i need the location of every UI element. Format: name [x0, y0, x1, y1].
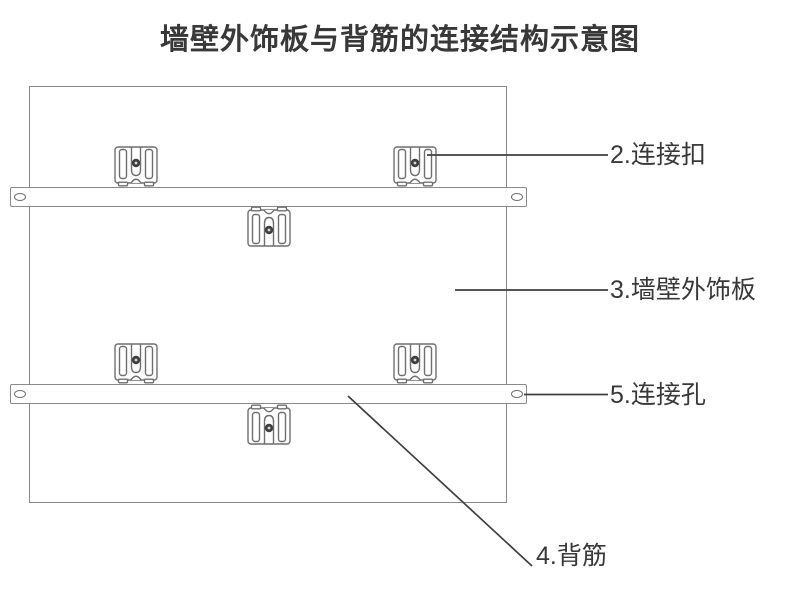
back-rib-top — [10, 187, 527, 207]
connector-clip-icon — [114, 343, 158, 384]
callout-wall-panel: 3.墙壁外饰板 — [610, 276, 756, 304]
connection-hole — [511, 390, 523, 398]
connector-clip-icon — [247, 206, 291, 247]
diagram-title: 墙壁外饰板与背筋的连接结构示意图 — [159, 24, 640, 56]
callout-connection-hole: 5.连接孔 — [610, 381, 706, 409]
connector-clip-icon — [247, 404, 291, 445]
connector-clip-icon — [393, 343, 437, 384]
connector-clip-icon — [393, 146, 437, 187]
callout-connector-clip: 2.连接扣 — [610, 141, 706, 169]
back-rib-bottom — [10, 384, 527, 404]
connection-hole — [511, 193, 523, 201]
callout-back-rib: 4.背筋 — [536, 542, 607, 570]
connection-hole — [14, 193, 26, 201]
connection-hole — [14, 390, 26, 398]
connector-clip-icon — [114, 146, 158, 187]
